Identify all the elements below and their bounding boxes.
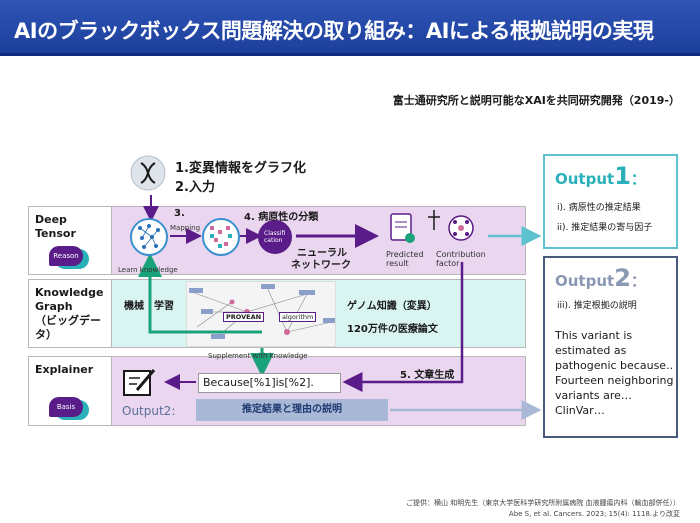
edit-icon [123,370,151,396]
medical-papers-text: 120万件の医療論文 [347,324,438,335]
algorithm-node: algorithm [279,312,317,322]
step3-text: 3. [174,208,185,219]
contribution-factor-line2: factor [436,259,460,268]
genome-knowledge-text: ゲノム知識（変異） [347,301,437,312]
deep-tensor-label-cell: Deep Tensor Reason [28,206,112,275]
output1-title: Output1： [555,162,646,190]
provean-node: PROVEAN [223,312,265,322]
basis-badge: Basis [49,397,83,417]
page-title: AIのブラックボックス問題解決の取り組み：AIによる根拠説明の実現 [14,19,654,43]
output1-item-1: i). 病原性の推定結果 [557,203,641,213]
step4-text: 4. 病原性の分類 [244,212,319,223]
supplement-label: Supplement with knowledge [208,352,308,360]
tensor-circle-icon [202,218,240,256]
mapping-label: Mapping [170,224,201,232]
output2-box: Output2： iii). 推定根拠の説明 This variant is e… [543,256,678,438]
knowledge-graph-label-cell: Knowledge Graph （ビッグデータ） [28,279,112,348]
credit-line-2: Abe S, et al. Cancers. 2023; 15(4): 1118… [508,510,680,518]
because-template-box: Because[%1]is[%2]. [198,373,341,393]
predicted-result-line2: result [386,259,409,268]
output1-box: Output1： i). 病原性の推定結果 ii). 推定結果の寄与因子 [543,154,678,249]
sentence-generation-arrow [342,262,464,392]
contribution-factor-line1: Contribution [436,250,486,259]
learn-knowledge-label: Learn knowledge [118,266,178,274]
explainer-label-cell: Explainer Basis [28,356,112,426]
machine-learning-text: 機械 学習 [124,301,174,312]
step1-text: 1.変異情報をグラフ化 [175,161,306,176]
knowledge-graph-label: Knowledge Graph （ビッグデータ） [35,286,104,341]
output2-title: Output2： [555,264,646,292]
credit-line-1: ご提供：横山 和明先生（東京大学医科学研究所附属病院 血液腫瘍内科（輸血部併任）… [406,499,680,507]
step2-text: 2.入力 [175,180,215,195]
title-bar: AIのブラックボックス問題解決の取り組み：AIによる根拠説明の実現 [0,0,700,56]
learn-knowledge-arrow [138,253,262,334]
deep-tensor-label: Deep Tensor [35,213,76,240]
step5-text: 5. 文章生成 [400,370,455,381]
output2-explanation: This variant is estimated as pathogenic … [555,329,674,417]
neural-network-line1: ニューラル [297,248,347,259]
output2-item: iii). 推定根拠の説明 [557,301,637,311]
reason-badge: Reason [49,246,83,266]
graph-circle-icon [130,218,168,256]
neural-network-line2: ネットワーク [291,260,351,271]
reason-explanation-box: 推定結果と理由の説明 [196,399,388,421]
explainer-label: Explainer [35,363,94,376]
output2-inline-label: Output2: [122,404,176,418]
classification-circle-icon: Classifi cation [258,220,292,254]
knowledge-graph-image: PROVEAN algorithm [186,281,336,347]
subtitle: 富士通研究所と説明可能なXAIを共同研究開発（2019-） [392,94,680,107]
output1-item-2: ii). 推定結果の寄与因子 [557,223,653,233]
predicted-result-line1: Predicted [386,250,424,259]
